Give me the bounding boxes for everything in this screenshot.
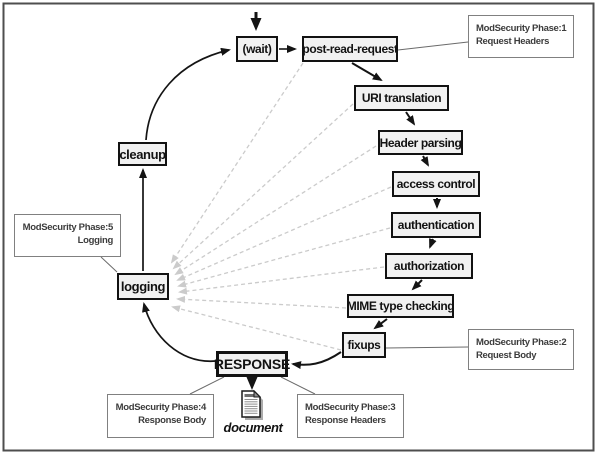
arrow-authn-to-authz xyxy=(429,238,437,249)
node-post-read-request: post-read-request xyxy=(302,36,398,62)
connector-postread-phase1 xyxy=(397,41,469,51)
node-post-read-request-label: post-read-request xyxy=(302,42,398,56)
node-uri-translation-label: URI translation xyxy=(361,91,442,105)
node-cleanup: cleanup xyxy=(118,142,167,166)
dashed-uri-to-logging xyxy=(172,103,354,270)
annotation-phase5-line2: Logging xyxy=(77,235,114,246)
connector-response-phase3 xyxy=(280,376,316,395)
annotation-phase4: ModSecurity Phase:4 Response Body xyxy=(107,394,214,438)
node-authentication-label: authentication xyxy=(397,218,475,232)
arrow-header-to-access xyxy=(420,155,429,167)
annotation-phase4-line1: ModSecurity Phase:4 xyxy=(115,402,207,413)
node-logging: logging xyxy=(117,273,169,300)
node-header-parsing: Header parsing xyxy=(378,130,463,155)
node-uri-translation: URI translation xyxy=(354,85,449,111)
annotation-phase3: ModSecurity Phase:3 Response Headers xyxy=(297,394,404,438)
annotation-phase5-line1: ModSecurity Phase:5 xyxy=(22,222,114,233)
annotation-phase4-line2: Response Body xyxy=(138,415,206,426)
node-fixups-label: fixups xyxy=(347,338,381,352)
node-wait: (wait) xyxy=(236,36,278,62)
annotation-phase5: ModSecurity Phase:5 Logging xyxy=(14,214,121,257)
annotation-phase2: ModSecurity Phase:2 Request Body xyxy=(468,329,574,370)
arrow-uri-to-header xyxy=(405,111,416,126)
node-authorization-label: authorization xyxy=(393,259,465,273)
annotation-phase1-line2: Request Headers xyxy=(476,36,550,47)
arrow-mime-to-fixups xyxy=(373,318,388,330)
node-response-label: RESPONSE xyxy=(213,356,291,372)
node-mime-type-checking-label: MIME type checking xyxy=(346,299,455,313)
dashed-access-to-logging xyxy=(176,186,392,281)
document-icon xyxy=(241,389,263,420)
node-access-control-label: access control xyxy=(396,177,476,191)
node-authentication: authentication xyxy=(391,212,481,238)
arrow-response-to-logging xyxy=(142,302,217,362)
connector-phase5-logging xyxy=(100,256,118,273)
node-response: RESPONSE xyxy=(213,351,291,377)
node-mime-type-checking: MIME type checking xyxy=(346,294,455,318)
annotation-phase3-line1: ModSecurity Phase:3 xyxy=(305,402,396,413)
annotation-phase1-line1: ModSecurity Phase:1 xyxy=(476,23,567,34)
document-label: document xyxy=(223,420,283,435)
node-access-control: access control xyxy=(392,171,480,197)
dashed-fixups-to-logging xyxy=(171,305,342,351)
annotation-phase2-line1: ModSecurity Phase:2 xyxy=(476,337,567,348)
arrow-cleanup-to-wait xyxy=(145,47,231,141)
node-cleanup-label: cleanup xyxy=(119,146,166,162)
arrow-postread-to-uri xyxy=(351,62,383,82)
dashed-authz-to-logging xyxy=(178,266,385,295)
dashed-postread-to-logging xyxy=(170,62,304,264)
node-authorization: authorization xyxy=(385,253,473,279)
annotation-phase3-line2: Response Headers xyxy=(305,415,386,426)
arrow-fixups-to-response xyxy=(291,351,342,370)
diagram-frame xyxy=(2,2,595,452)
connector-response-phase4 xyxy=(189,376,225,395)
node-fixups: fixups xyxy=(342,332,386,358)
arrow-authz-to-mime xyxy=(411,279,423,291)
annotation-phase1: ModSecurity Phase:1 Request Headers xyxy=(468,15,574,58)
node-header-parsing-label: Header parsing xyxy=(379,135,462,150)
dashed-authn-to-logging xyxy=(177,227,391,288)
node-wait-label: (wait) xyxy=(242,42,272,56)
annotation-phase2-line2: Request Body xyxy=(476,350,537,361)
dashed-header-to-logging xyxy=(174,145,377,276)
node-logging-label: logging xyxy=(120,279,166,294)
dashed-mime-to-logging xyxy=(176,295,347,309)
connector-fixups-phase2 xyxy=(385,346,469,349)
